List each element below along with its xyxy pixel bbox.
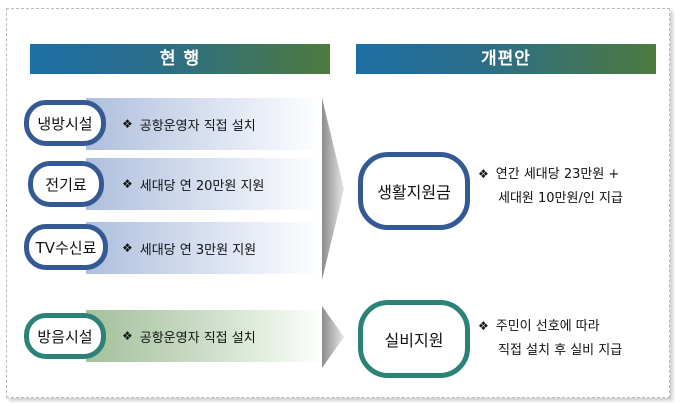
bullet-icon: ❖	[122, 241, 133, 255]
current-item-band-tv: ❖ 세대당 연 3만원 지원	[86, 222, 324, 274]
proposal-label-living-support: 생활지원금	[358, 152, 470, 230]
bullet-icon: ❖	[478, 167, 489, 181]
chevron-right-icon	[322, 98, 344, 280]
proposal-desc-line: 연간 세대당 23만원 +	[495, 167, 620, 182]
header-current: 현 행	[30, 44, 330, 74]
current-item-desc: 세대당 연 3만원 지원	[139, 242, 257, 258]
current-item-desc: 공항운영자 직접 설치	[139, 118, 256, 134]
chevron-right-icon	[322, 306, 344, 368]
current-item-label-cooling: 냉방시설	[24, 100, 106, 146]
bullet-icon: ❖	[122, 177, 133, 191]
current-item-label-soundproof: 방음시설	[24, 313, 106, 359]
header-proposal: 개편안	[356, 44, 656, 74]
current-item-label-electricity: 전기료	[28, 161, 104, 207]
bullet-icon: ❖	[122, 329, 133, 343]
proposal-desc-actual-cost: ❖ 주민이 선호에 따라 직접 설치 후 실비 지급	[478, 314, 622, 363]
current-item-band-soundproof: ❖ 공항운영자 직접 설치	[86, 310, 324, 362]
current-item-desc: 세대당 연 20만원 지원	[139, 178, 265, 194]
current-item-band-cooling: ❖ 공항운영자 직접 설치	[86, 98, 324, 150]
current-item-band-electricity: ❖ 세대당 연 20만원 지원	[86, 158, 324, 210]
proposal-desc-living-support: ❖ 연간 세대당 23만원 + 세대원 10만원/인 지급	[478, 162, 623, 211]
bullet-icon: ❖	[122, 117, 133, 131]
proposal-desc-line: 주민이 선호에 따라	[495, 319, 600, 334]
current-item-desc: 공항운영자 직접 설치	[139, 330, 256, 346]
bullet-icon: ❖	[478, 319, 489, 333]
proposal-label-actual-cost: 실비지원	[358, 300, 470, 378]
current-item-label-tv: TV수신료	[24, 224, 108, 270]
proposal-desc-line: 세대원 10만원/인 지급	[498, 191, 623, 206]
proposal-desc-line: 직접 설치 후 실비 지급	[498, 343, 623, 358]
